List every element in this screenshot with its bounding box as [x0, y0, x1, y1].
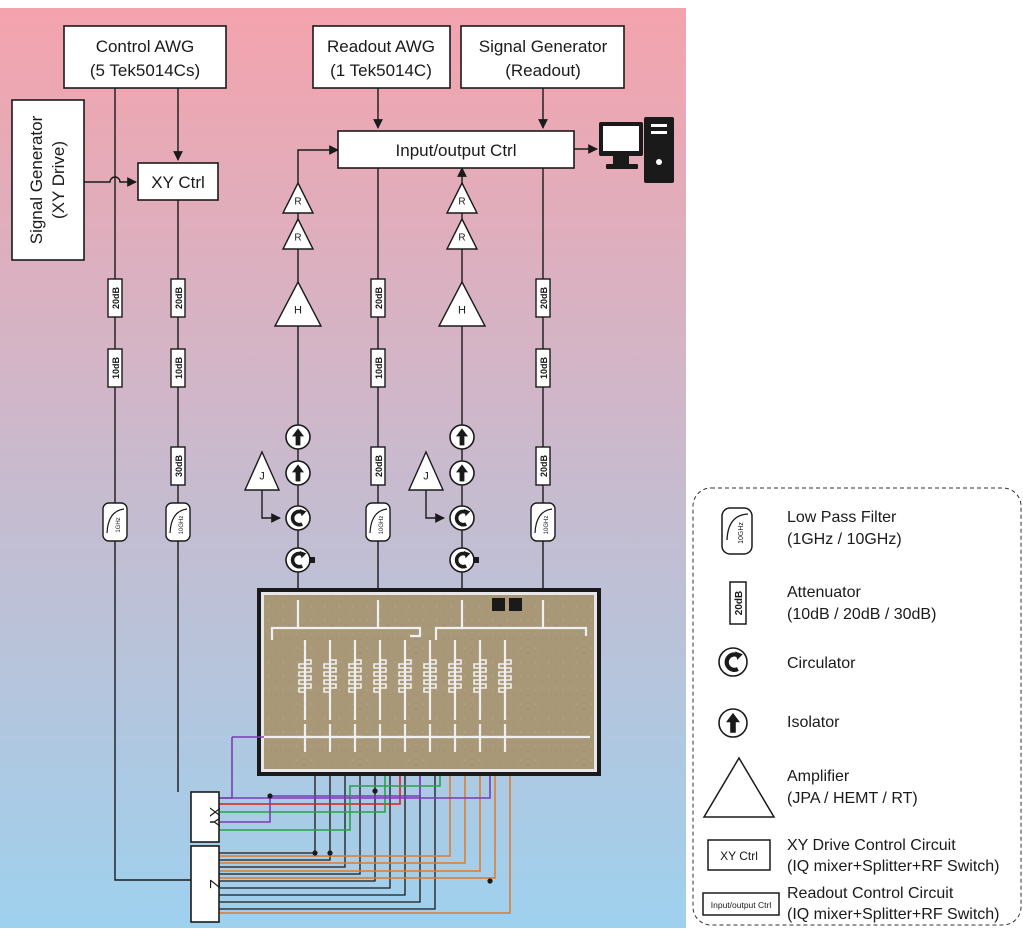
legend-ro-title: Readout Control Circuit: [787, 885, 954, 902]
attenuator: 20dB: [536, 279, 550, 317]
circulator-icon: [719, 648, 747, 676]
isolator-icon: [286, 461, 310, 485]
amplifier-label: R: [458, 233, 465, 244]
legend-amplifier: Amplifier (JPA / HEMT / RT): [704, 758, 918, 817]
sg-readout-line1: Signal Generator: [479, 37, 608, 56]
legend-lpf-title: Low Pass Filter: [787, 509, 897, 526]
attenuator: 10dB: [108, 349, 122, 387]
control-awg-line2: (5 Tek5014Cs): [90, 61, 200, 80]
control-awg-line1: Control AWG: [96, 37, 195, 56]
sg-xy-line2: (XY Drive): [49, 141, 68, 219]
isolator-icon: [450, 461, 474, 485]
attenuator-label: 10dB: [539, 356, 549, 379]
legend-xy-icon-label: XY Ctrl: [720, 849, 758, 863]
attenuator: 10dB: [171, 349, 185, 387]
legend-xy-ctrl: XY Ctrl XY Drive Control Circuit (IQ mix…: [708, 837, 999, 875]
legend-attenuator: 20dB Attenuator (10dB / 20dB / 30dB): [730, 582, 936, 624]
amplifier-label: J: [259, 470, 265, 482]
z-box: Z: [191, 846, 223, 922]
attenuator: 10dB: [536, 349, 550, 387]
sg-xy-line1: Signal Generator: [27, 115, 46, 244]
legend-ro-icon-label: Input/output Ctrl: [711, 900, 772, 910]
legend-circ-title: Circulator: [787, 655, 856, 672]
io-ctrl-label: Input/output Ctrl: [396, 141, 517, 160]
isolator-icon: [719, 709, 747, 737]
attenuator-label: 20dB: [539, 286, 549, 309]
isolator-icon: [719, 709, 747, 737]
legend-att-title: Attenuator: [787, 584, 862, 601]
amplifier-label: R: [294, 197, 301, 208]
attenuator: 20dB: [371, 279, 385, 317]
attenuator: 20dB: [371, 447, 385, 485]
legend-att-icon-label: 20dB: [734, 591, 745, 615]
attenuator-label: 30dB: [174, 454, 184, 477]
legend-iso-title: Isolator: [787, 714, 840, 731]
attenuator-label: 20dB: [374, 454, 384, 477]
signal-generator-readout-box: Signal Generator (Readout): [461, 26, 624, 88]
legend-lpf: 10GHz Low Pass Filter (1GHz / 10GHz): [722, 508, 902, 554]
z-box-label: Z: [206, 879, 223, 888]
xy-box-label: XY: [206, 807, 223, 827]
readout-awg-line1: Readout AWG: [327, 37, 435, 56]
legend-xy-detail: (IQ mixer+Splitter+RF Switch): [787, 858, 999, 875]
circulator-icon: [286, 506, 310, 530]
lpf-label: 1GHz: [116, 517, 122, 532]
attenuator-label: 10dB: [174, 356, 184, 379]
legend-isolator: Isolator: [719, 709, 840, 737]
xy-box: XY: [191, 792, 223, 842]
legend-lpf-detail: (1GHz / 10GHz): [787, 531, 902, 548]
attenuator-label: 10dB: [111, 356, 121, 379]
readout-awg-box: Readout AWG (1 Tek5014C): [313, 26, 450, 88]
attenuator-label: 20dB: [374, 286, 384, 309]
legend-amp-detail: (JPA / HEMT / RT): [787, 790, 918, 807]
lpf-label: 10GHz: [179, 516, 185, 535]
sg-readout-line2: (Readout): [505, 61, 581, 80]
low-pass-filter: 1GHz: [103, 503, 127, 541]
circulator-icon: [719, 648, 747, 676]
readout-awg-line2: (1 Tek5014C): [330, 61, 432, 80]
low-pass-filter: 10GHz: [531, 503, 555, 541]
amplifier-label: H: [458, 305, 466, 317]
lpf-label: 10GHz: [379, 516, 385, 535]
control-awg-box: Control AWG (5 Tek5014Cs): [64, 26, 226, 88]
circulator-icon: [450, 506, 474, 530]
attenuator: 30dB: [171, 447, 185, 485]
xy-ctrl-box: XY Ctrl: [138, 163, 218, 200]
attenuator-label: 20dB: [111, 286, 121, 309]
low-pass-filter: 10GHz: [366, 503, 390, 541]
legend-ro-detail: (IQ mixer+Splitter+RF Switch): [787, 906, 999, 923]
attenuator-label: 20dB: [539, 454, 549, 477]
amplifier-icon: [704, 758, 774, 817]
xy-ctrl-label: XY Ctrl: [151, 173, 205, 192]
io-ctrl-box: Input/output Ctrl: [338, 131, 574, 168]
isolator-icon: [450, 425, 474, 449]
legend: 10GHz Low Pass Filter (1GHz / 10GHz) 20d…: [693, 488, 1021, 925]
amplifier-label: R: [458, 197, 465, 208]
legend-amp-title: Amplifier: [787, 768, 850, 785]
signal-generator-xy-box: Signal Generator (XY Drive): [12, 100, 84, 260]
attenuator: 20dB: [171, 279, 185, 317]
legend-att-detail: (10dB / 20dB / 30dB): [787, 606, 936, 623]
attenuator: 20dB: [108, 279, 122, 317]
lpf-label: 10GHz: [544, 516, 550, 535]
legend-xy-title: XY Drive Control Circuit: [787, 837, 956, 854]
amplifier-label: J: [423, 470, 429, 482]
quantum-chip: [257, 588, 601, 776]
amplifier-label: R: [294, 233, 301, 244]
attenuator-label: 20dB: [174, 286, 184, 309]
attenuator: 20dB: [536, 447, 550, 485]
legend-readout-ctrl: Input/output Ctrl Readout Control Circui…: [703, 885, 999, 923]
amplifier-label: H: [294, 305, 302, 317]
attenuator: 10dB: [371, 349, 385, 387]
low-pass-filter: 10GHz: [166, 503, 190, 541]
legend-lpf-icon-label: 10GHz: [738, 522, 745, 544]
legend-circulator: Circulator: [719, 648, 856, 676]
attenuator-label: 10dB: [374, 356, 384, 379]
isolator-icon: [286, 425, 310, 449]
